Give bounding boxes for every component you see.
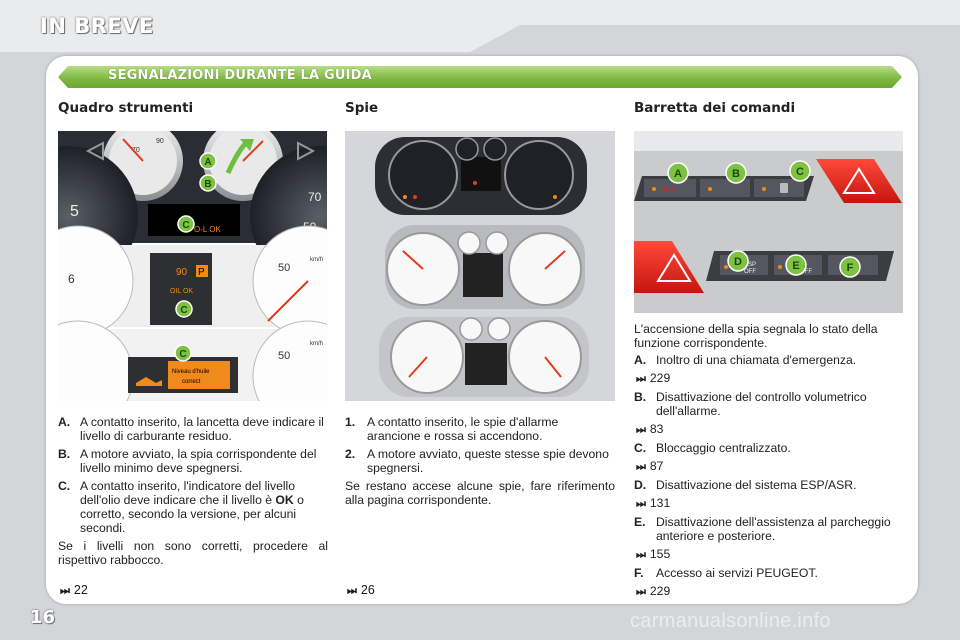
page-ref[interactable]: ⏭229 (636, 584, 671, 598)
next-page-icon: ⏭ (636, 373, 646, 385)
list-item: D. Disattivazione del sistema ESP/ASR. (634, 478, 857, 492)
svg-text:C: C (180, 305, 187, 316)
quadro-title: Quadro strumenti (58, 100, 194, 116)
svg-text:70: 70 (308, 190, 322, 204)
svg-text:70: 70 (132, 147, 140, 154)
barretta-title: Barretta dei comandi (634, 100, 796, 116)
list-item: C. Bloccaggio centralizzato. (634, 441, 791, 455)
list-item: 2. A motore avviato, queste stesse spie … (345, 447, 609, 475)
svg-text:P: P (198, 267, 205, 278)
svg-text:O-L OK: O-L OK (194, 225, 221, 234)
svg-text:F: F (847, 262, 854, 274)
list-item: B. Disattivazione del controllo volumetr… (634, 390, 867, 418)
list-item: A. A contatto inserito, la lancetta deve… (58, 415, 324, 443)
list-item: A. Inoltro di una chiamata d'emergenza. (634, 353, 857, 367)
svg-text:B: B (732, 168, 740, 180)
warning-lights-image (345, 131, 615, 401)
page-ref[interactable]: ⏭155 (636, 547, 671, 561)
svg-text:OIL OK: OIL OK (170, 288, 193, 295)
control-bar-image: SOS ESP OFF OFF A B C D E F (634, 131, 903, 313)
list-item: E. Disattivazione dell'assistenza al par… (634, 515, 891, 543)
svg-text:D: D (734, 256, 742, 268)
next-page-icon: ⏭ (636, 586, 646, 598)
svg-text:C: C (179, 349, 186, 360)
svg-text:SOS: SOS (662, 188, 675, 194)
page-ref[interactable]: ⏭131 (636, 496, 671, 510)
next-page-icon: ⏭ (347, 585, 357, 597)
spie-paragraph: Se restano accese alcune spie, fare rife… (345, 479, 615, 507)
next-page-icon: ⏭ (636, 498, 646, 510)
list-item: C. A contatto inserito, l'indicatore del… (58, 479, 304, 535)
svg-text:50: 50 (278, 350, 290, 362)
svg-text:90: 90 (156, 138, 164, 145)
spie-title: Spie (345, 100, 379, 116)
svg-text:B: B (204, 179, 211, 190)
page-ref[interactable]: ⏭83 (636, 422, 664, 436)
svg-text:correct: correct (182, 379, 201, 385)
spie-page-ref[interactable]: ⏭26 (347, 583, 375, 597)
next-page-icon: ⏭ (636, 424, 646, 436)
svg-text:C: C (182, 220, 189, 231)
barretta-intro: L'accensione della spia segnala lo stato… (634, 322, 878, 350)
watermark: carmanualsonline.info (630, 610, 831, 632)
quadro-page-ref[interactable]: ⏭22 (60, 583, 88, 597)
svg-text:km/h: km/h (310, 257, 323, 263)
svg-text:OFF: OFF (744, 269, 756, 275)
quadro-text: A. A contatto inserito, la lancetta deve… (58, 415, 328, 567)
svg-text:90: 90 (176, 267, 188, 278)
list-item: 1. A contatto inserito, le spie d'allarm… (345, 415, 559, 443)
page-number: 16 (30, 607, 56, 628)
svg-text:6: 6 (68, 272, 75, 286)
svg-text:OFF: OFF (800, 269, 812, 275)
svg-text:C: C (796, 166, 804, 178)
spie-text: 1. A contatto inserito, le spie d'allarm… (345, 415, 615, 507)
page-ref[interactable]: ⏭87 (636, 459, 664, 473)
page-ref[interactable]: ⏭229 (636, 371, 671, 385)
svg-text:A: A (674, 168, 682, 180)
svg-text:km/h: km/h (310, 341, 323, 347)
page-title: IN BREVE (40, 14, 154, 38)
svg-text:A: A (204, 157, 211, 168)
quadro-paragraph: Se i livelli non sono corretti, proceder… (58, 539, 328, 567)
header-shape (0, 0, 960, 52)
svg-text:E: E (792, 260, 799, 272)
next-page-icon: ⏭ (60, 585, 70, 597)
instrument-panel-image: 90 70 O-L OK 5 70 50 90 P OIL OK 6 50 km… (58, 131, 327, 401)
section-banner (58, 66, 902, 88)
svg-text:50: 50 (278, 262, 290, 274)
next-page-icon: ⏭ (636, 461, 646, 473)
barretta-text: L'accensione della spia segnala lo stato… (634, 322, 906, 603)
svg-text:ESP: ESP (744, 262, 756, 268)
svg-text:5: 5 (70, 203, 79, 220)
svg-text:Niveau d'huile: Niveau d'huile (172, 369, 210, 375)
section-banner-title: SEGNALAZIONI DURANTE LA GUIDA (108, 68, 372, 83)
list-item: F. Accesso ai servizi PEUGEOT. (634, 566, 818, 580)
next-page-icon: ⏭ (636, 549, 646, 561)
list-item: B. A motore avviato, la spia corrisponde… (58, 447, 317, 475)
